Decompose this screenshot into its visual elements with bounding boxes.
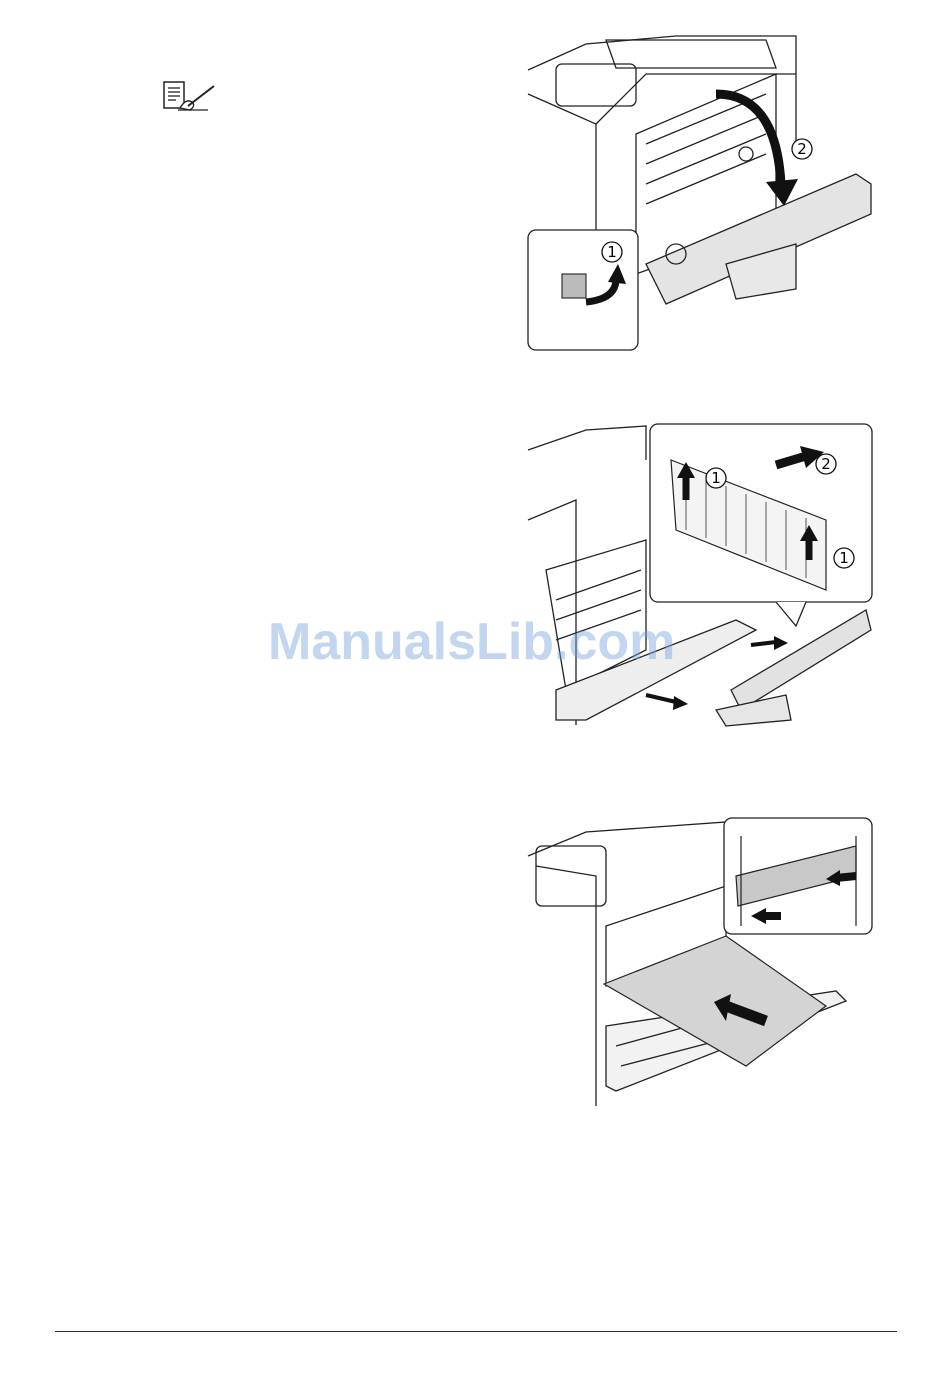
- callout-1b: 1: [839, 549, 849, 567]
- figure-remove-jammed-paper: [526, 816, 876, 1110]
- watermark: ManualsLib.com: [268, 612, 708, 672]
- figure-open-right-cover: 2 1: [526, 34, 876, 352]
- figure-remove-inner-cover: 1 2 1: [526, 420, 876, 728]
- callout-1a: 1: [711, 469, 721, 487]
- callout-1: 1: [607, 243, 617, 261]
- callout-2: 2: [821, 455, 831, 473]
- callout-2: 2: [797, 140, 807, 158]
- footer-divider: [55, 1331, 897, 1332]
- note-pencil-icon: [162, 80, 218, 114]
